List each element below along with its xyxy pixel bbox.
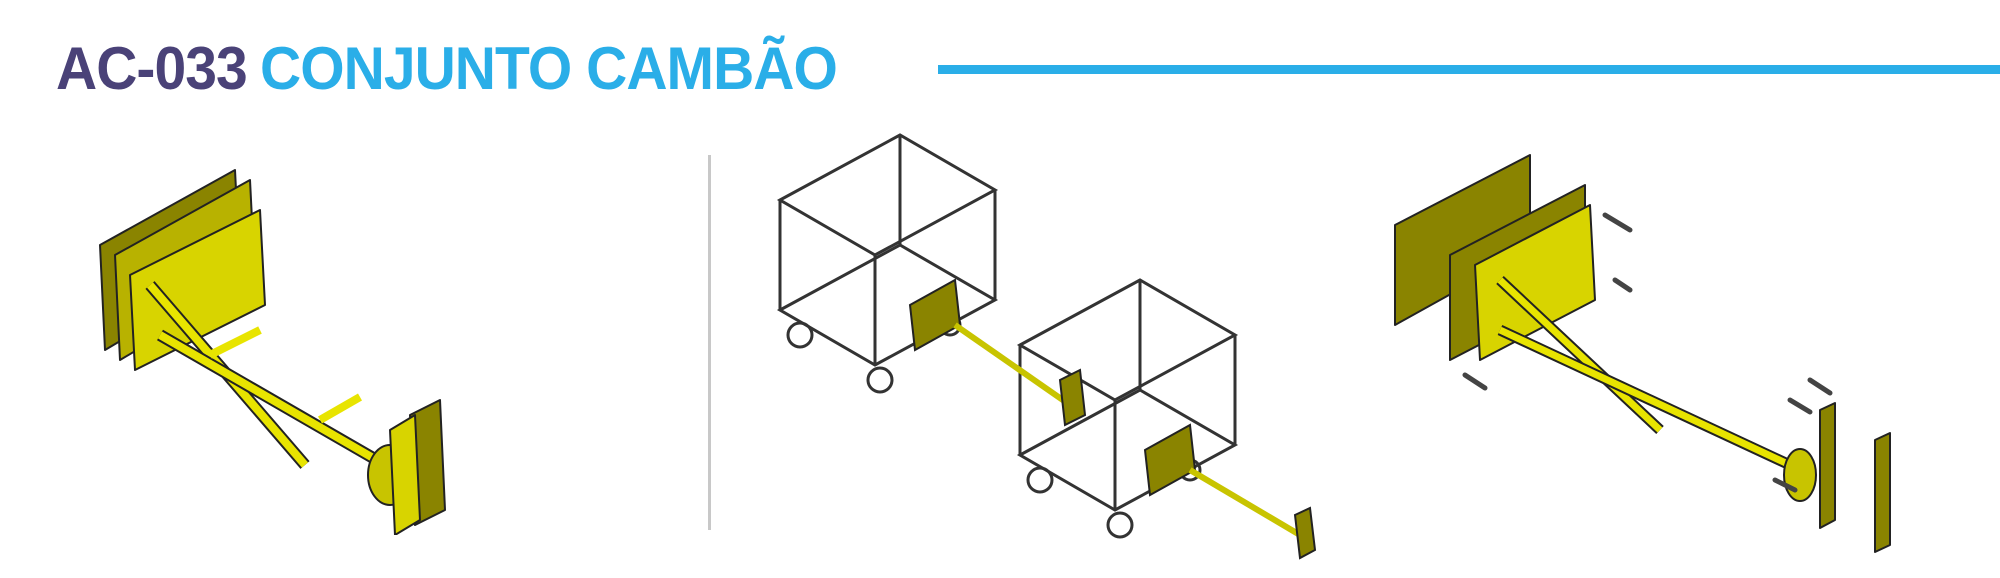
- title-rule: [938, 65, 2000, 74]
- product-name: CONJUNTO CAMBÃO: [260, 35, 838, 102]
- vertical-divider: [708, 155, 711, 530]
- towbar-exploded-icon: [1394, 154, 1891, 553]
- towbar-assembly-icon: [99, 169, 446, 535]
- product-code: AC-033: [56, 35, 248, 102]
- carts-coupled-icon: [776, 133, 1317, 560]
